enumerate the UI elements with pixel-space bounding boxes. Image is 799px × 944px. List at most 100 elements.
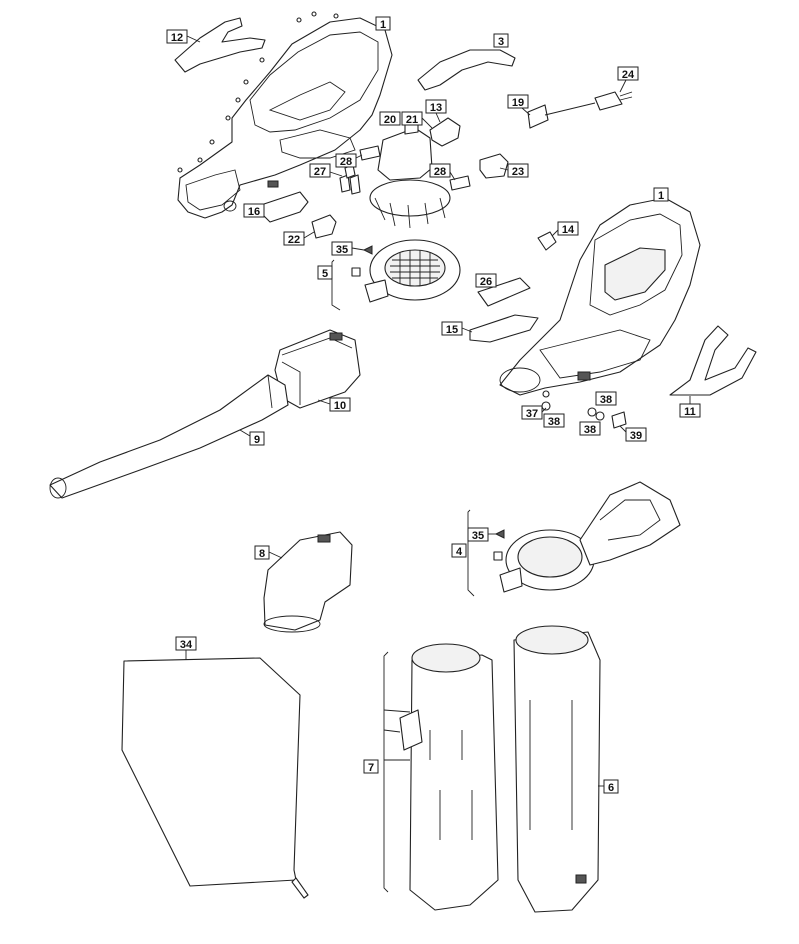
- callout-10: 10: [317, 397, 351, 412]
- part-38c-washer: [595, 411, 605, 421]
- callout-21: 21: [401, 111, 433, 129]
- svg-text:27: 27: [314, 166, 326, 178]
- callout-19: 19: [507, 94, 531, 116]
- part-5-nut: [351, 267, 361, 277]
- callout-34: 34: [175, 636, 197, 660]
- part-35a-screw: [362, 245, 373, 255]
- part-34-collection-bag: [121, 657, 301, 887]
- part-12-handle-clip: [174, 17, 266, 73]
- callout-35b: 35: [467, 527, 496, 542]
- svg-text:38: 38: [548, 416, 560, 428]
- svg-text:26: 26: [480, 276, 492, 288]
- part-8-elbow: [263, 531, 353, 633]
- part-15-cover: [469, 314, 539, 343]
- callout-11: 11: [679, 396, 701, 418]
- svg-text:7: 7: [368, 762, 374, 774]
- part-23-socket: [479, 153, 509, 179]
- svg-text:9: 9: [254, 434, 260, 446]
- callout-35a: 35: [331, 241, 365, 256]
- svg-text:35: 35: [472, 530, 484, 542]
- bracket-4: [467, 509, 475, 597]
- svg-text:21: 21: [406, 114, 418, 126]
- callout-7: 7: [363, 759, 379, 774]
- callout-1a: 1: [375, 16, 391, 31]
- part-16-cover-plate: [261, 191, 309, 223]
- svg-text:38: 38: [600, 394, 612, 406]
- part-27-screws: [339, 164, 361, 195]
- leader-7a: [383, 709, 411, 761]
- callout-6: 6: [598, 779, 619, 794]
- callout-27: 27: [309, 163, 343, 178]
- svg-text:35: 35: [336, 244, 348, 256]
- svg-text:22: 22: [288, 234, 300, 246]
- callout-24: 24: [617, 66, 639, 93]
- svg-text:28: 28: [434, 166, 446, 178]
- part-26-board: [477, 277, 531, 307]
- svg-text:14: 14: [562, 224, 575, 236]
- part-4-nut: [493, 551, 503, 561]
- svg-text:1: 1: [380, 19, 386, 31]
- part-10-connector: [274, 329, 361, 409]
- callout-3: 3: [493, 33, 509, 48]
- callout-23: 23: [499, 163, 529, 178]
- svg-text:5: 5: [322, 268, 328, 280]
- svg-text:34: 34: [180, 639, 193, 651]
- bracket-7: [383, 651, 389, 893]
- svg-text:12: 12: [171, 32, 183, 44]
- callout-1b: 1: [653, 187, 669, 202]
- callout-13: 13: [425, 99, 447, 123]
- svg-text:39: 39: [630, 430, 642, 442]
- svg-text:3: 3: [498, 36, 504, 48]
- part-24-power-cord: [527, 91, 633, 129]
- part-7-suction-tube: [399, 643, 499, 911]
- svg-text:15: 15: [446, 324, 458, 336]
- svg-text:28: 28: [340, 156, 352, 168]
- callout-15: 15: [441, 321, 473, 336]
- callout-38a: 38: [595, 391, 617, 406]
- callout-28a: 28: [335, 153, 363, 168]
- part-38b-washer: [587, 407, 597, 417]
- callout-22: 22: [283, 231, 315, 246]
- svg-text:6: 6: [608, 782, 614, 794]
- part-28a-brush: [359, 145, 381, 161]
- svg-text:13: 13: [430, 102, 442, 114]
- part-6-suction-tube: [513, 625, 601, 913]
- part-22-terminal: [311, 214, 337, 239]
- svg-text:8: 8: [259, 548, 265, 560]
- part-28b-brush: [449, 175, 471, 191]
- bracket-5: [331, 259, 341, 311]
- part-11-handle: [669, 325, 757, 396]
- part-9-blower-tube: [49, 374, 289, 499]
- svg-text:4: 4: [456, 546, 463, 558]
- callout-38b: 38: [543, 413, 565, 428]
- svg-text:19: 19: [512, 97, 524, 109]
- part-4-handle-ring: [499, 481, 681, 593]
- part-3-cover-strip: [417, 49, 516, 91]
- svg-text:11: 11: [684, 406, 696, 418]
- svg-text:20: 20: [384, 114, 396, 126]
- svg-text:1: 1: [658, 190, 664, 202]
- svg-text:37: 37: [526, 408, 538, 420]
- callout-37: 37: [521, 405, 547, 420]
- callout-26: 26: [475, 273, 497, 288]
- callout-12: 12: [166, 29, 201, 44]
- callout-39: 39: [619, 425, 647, 442]
- svg-text:16: 16: [248, 206, 260, 218]
- callout-14: 14: [551, 221, 579, 237]
- part-35b-screw: [494, 529, 505, 539]
- svg-text:38: 38: [584, 424, 596, 436]
- callout-16: 16: [243, 203, 265, 218]
- part-21-switch: [429, 117, 461, 147]
- callout-28b: 28: [429, 163, 456, 181]
- callouts: 1 12 3 24 19 13 20 21 28 27 28 23 16 22 …: [166, 16, 701, 794]
- part-14-grommet: [537, 231, 557, 251]
- part-34-zipper-pull: [291, 877, 309, 899]
- svg-text:10: 10: [334, 400, 346, 412]
- callout-4: 4: [451, 543, 467, 558]
- housing-screws: [177, 11, 339, 173]
- housing-assembled: [499, 197, 701, 396]
- svg-text:24: 24: [622, 69, 635, 81]
- part-37-washer: [541, 401, 551, 411]
- callout-8: 8: [254, 545, 283, 560]
